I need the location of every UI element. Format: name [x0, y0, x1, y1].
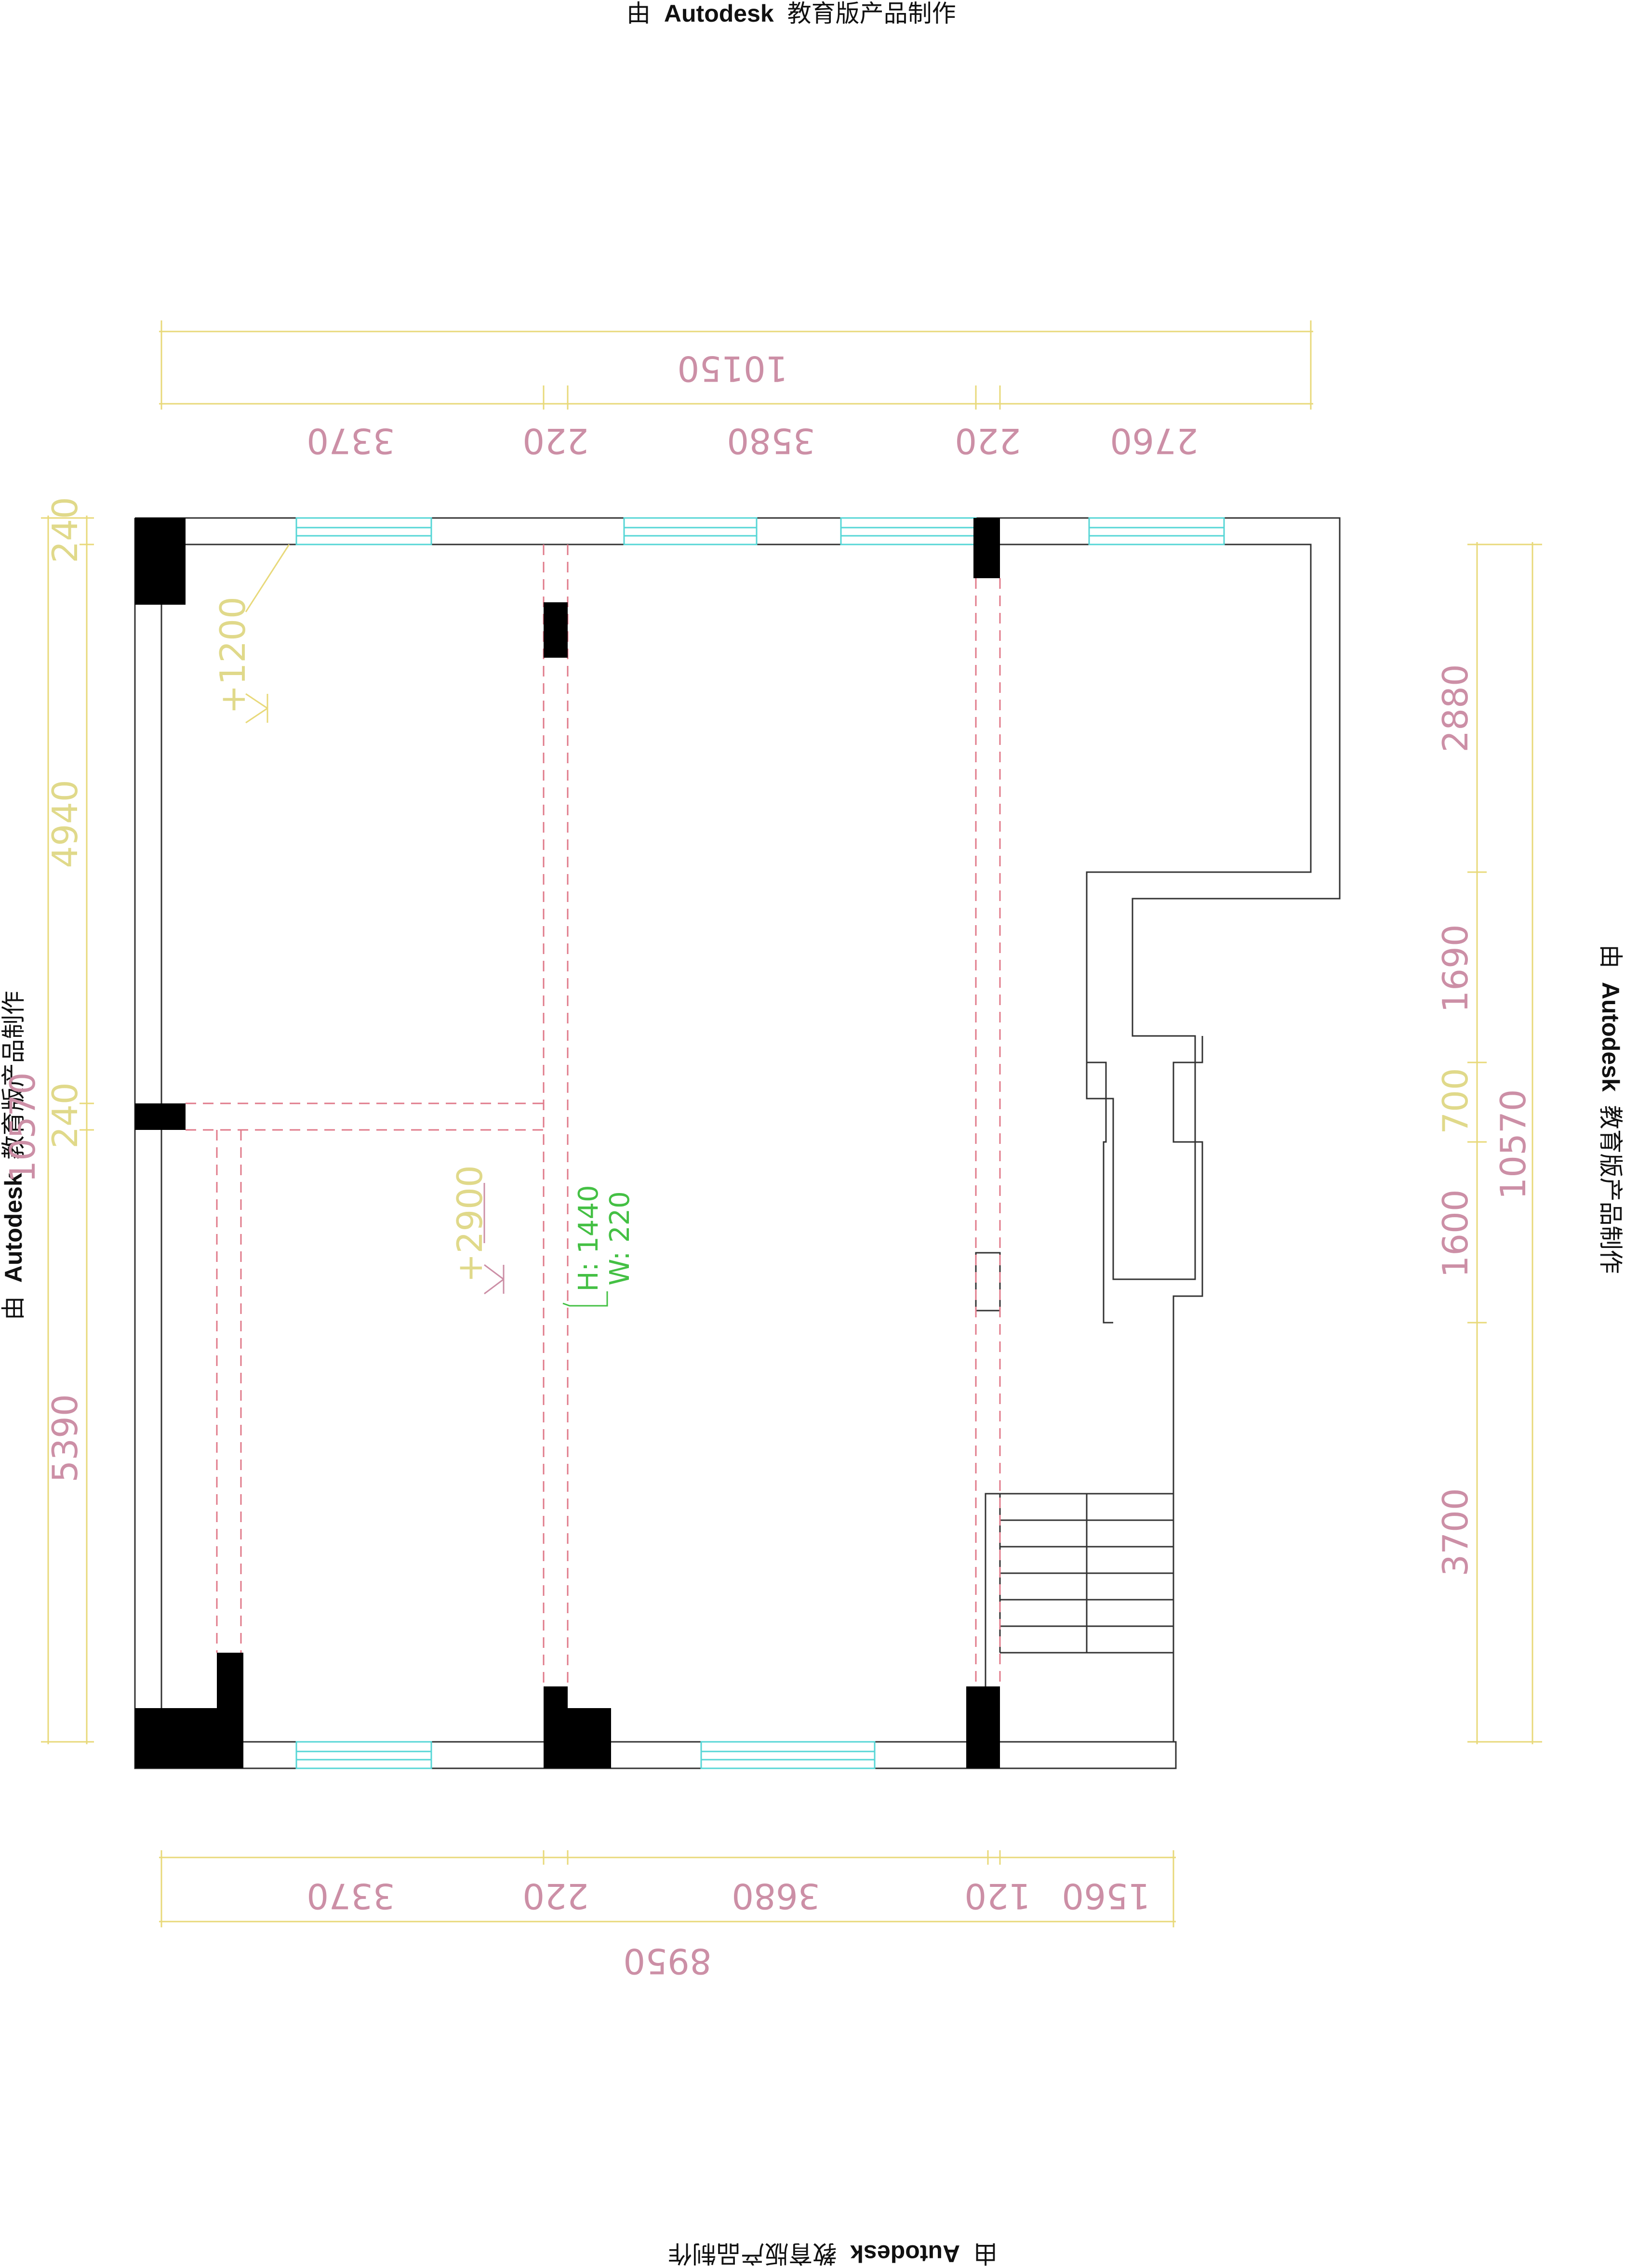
dim-bottom-seg-3: 3680 [732, 1876, 820, 1916]
window-bottom-2 [700, 1741, 876, 1769]
dim-bottom-total: 8950 [623, 1941, 711, 1981]
window-top-2 [623, 517, 758, 545]
wall-outlines [134, 517, 1341, 1769]
dim-top-total: 10150 [677, 348, 787, 389]
dim-right-seg-5: 3700 [1435, 1488, 1476, 1576]
watermark-suffix: 教育版产品制作 [668, 2240, 837, 2267]
level-upper-label: +1200 [213, 597, 253, 714]
column [544, 1686, 568, 1768]
windows [295, 517, 1225, 1769]
level-marker-lower [483, 1183, 505, 1295]
watermark-bottom: 由 Autodesk 教育版产品制作 [668, 2240, 998, 2267]
bottom-dimension-lines [159, 1850, 1176, 1927]
columns [135, 518, 1000, 1768]
opening-leader [562, 1291, 608, 1307]
watermark-brand: Autodesk [664, 0, 774, 27]
column [973, 518, 1000, 578]
column [135, 1103, 186, 1130]
dim-top-seg-3: 3580 [727, 421, 815, 461]
watermark-suffix: 教育版产品制作 [0, 991, 27, 1159]
dim-right-total: 10570 [1493, 1089, 1533, 1199]
watermark-left: 由 Autodesk 教育版产品制作 [0, 991, 27, 1320]
watermark-brand: Autodesk [850, 2240, 960, 2267]
dim-left-seg-3: 240 [45, 1082, 85, 1148]
dim-bottom-seg-5: 120 [964, 1876, 1030, 1916]
watermark-brand: Autodesk [0, 1173, 27, 1283]
window-bottom-1 [295, 1741, 432, 1769]
dim-left-seg-2: 4940 [45, 780, 85, 868]
watermark-prefix: 由 [0, 1296, 27, 1320]
column [135, 1708, 243, 1768]
opening-height-label: H: 1440 [573, 1185, 604, 1291]
column [544, 602, 568, 658]
window-top-3 [840, 517, 977, 545]
dim-right-seg-1: 2880 [1435, 664, 1476, 752]
dim-top-seg-5: 2760 [1110, 421, 1198, 461]
window-top-1 [295, 517, 432, 545]
watermark-prefix: 由 [1597, 944, 1624, 968]
dim-bottom-seg-1: 3370 [306, 1876, 395, 1916]
dim-top-seg-1: 3370 [306, 421, 395, 461]
dim-left-total: 10570 [2, 1072, 43, 1182]
level-lower-label: +2900 [450, 1165, 490, 1283]
opening-width-label: W: 220 [604, 1191, 636, 1286]
dim-top-seg-2: 220 [522, 421, 588, 461]
dim-right-seg-2: 1690 [1435, 924, 1476, 1012]
watermark-prefix: 由 [973, 2240, 998, 2267]
dim-right-seg-4: 1600 [1435, 1189, 1476, 1277]
watermark-brand: Autodesk [1597, 982, 1624, 1092]
window-top-4 [1088, 517, 1225, 545]
dim-left-seg-4: 5390 [45, 1394, 85, 1482]
watermark-right: 由 Autodesk 教育版产品制作 [1597, 944, 1624, 1274]
column [135, 518, 186, 605]
column [217, 1653, 243, 1711]
dim-bottom-seg-2: 220 [522, 1876, 588, 1916]
dim-left-seg-1: 240 [45, 497, 85, 563]
watermark-prefix: 由 [626, 0, 651, 27]
left-dimension-lines [41, 516, 94, 1744]
level-marker-upper [245, 544, 290, 724]
dim-bottom-seg-4: 1560 [1062, 1876, 1150, 1916]
dim-right-seg-3: 700 [1435, 1068, 1476, 1134]
dim-top-seg-4: 220 [955, 421, 1021, 461]
column [568, 1708, 611, 1768]
top-dimension-lines [159, 320, 1313, 410]
watermark-suffix: 教育版产品制作 [1597, 1105, 1624, 1274]
watermark-suffix: 教育版产品制作 [787, 0, 956, 27]
right-dimension-lines [1467, 542, 1542, 1744]
hidden-beams [186, 544, 1001, 1686]
column [966, 1686, 1000, 1768]
watermark-top: 由 Autodesk 教育版产品制作 [626, 0, 956, 27]
